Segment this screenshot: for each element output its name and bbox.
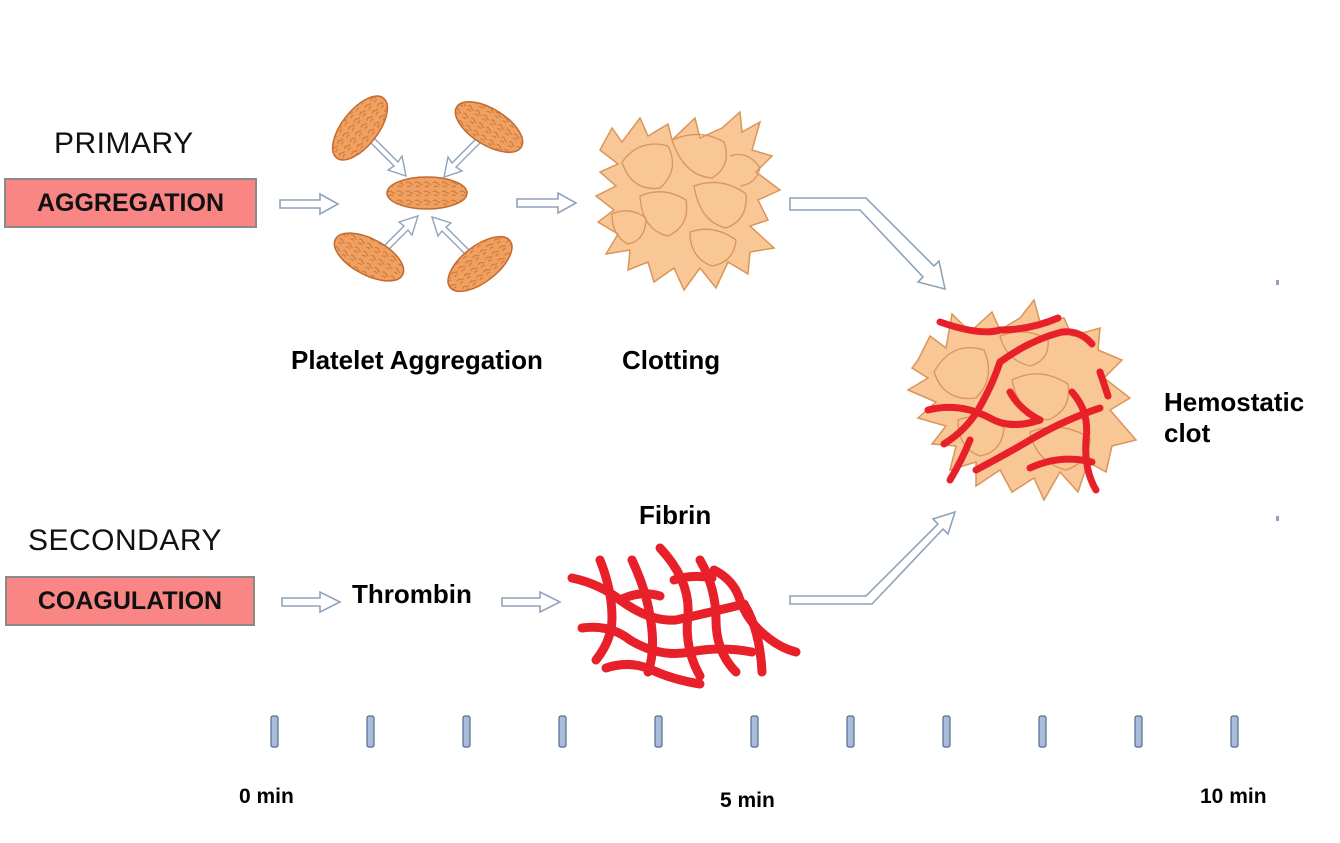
timeline-tick (942, 715, 951, 748)
hemostatic-clot-label: Hemostatic clot (1164, 387, 1304, 449)
arrow-fibrin-to-clot (789, 510, 957, 605)
thrombin-label: Thrombin (352, 579, 472, 609)
timeline-tick (750, 715, 759, 748)
edge-mark-top (1276, 280, 1279, 285)
timeline-tick (1038, 715, 1047, 748)
edge-mark-bottom (1276, 516, 1279, 521)
clotting-label: Clotting (622, 345, 721, 375)
timeline-tick (1134, 715, 1143, 748)
primary-title: PRIMARY (54, 127, 194, 160)
hemostatic-clot-label-line1: Hemostatic (1164, 387, 1305, 417)
arrow-aggregation-to-platelets (279, 192, 340, 216)
timeline-label-5: 5 min (720, 789, 775, 812)
timeline-tick (366, 715, 375, 748)
timeline-label-10: 10 min (1200, 785, 1267, 808)
timeline-tick (654, 715, 663, 748)
timeline-tick (462, 715, 471, 748)
fibrin-illustration (567, 543, 801, 689)
aggregation-box: AGGREGATION (4, 178, 257, 228)
coagulation-label: COAGULATION (37, 586, 223, 615)
hemostatic-clot-label-line2: clot (1164, 418, 1211, 448)
aggregation-label: AGGREGATION (36, 188, 225, 217)
arrow-clotting-to-clot (789, 197, 947, 291)
secondary-title: SECONDARY (28, 524, 222, 557)
timeline-ticks (270, 715, 1239, 748)
arrow-thrombin-to-fibrin (501, 590, 562, 614)
timeline-tick (270, 715, 279, 748)
timeline-label-0: 0 min (239, 785, 294, 808)
platelet-aggregation-label: Platelet Aggregation (291, 345, 543, 375)
fibrin-label: Fibrin (639, 500, 712, 530)
clotting-illustration (594, 110, 782, 292)
timeline-tick (1230, 715, 1239, 748)
arrow-coagulation-to-thrombin (281, 590, 342, 614)
platelet-aggregation-illustration (331, 95, 524, 293)
coagulation-box: COAGULATION (5, 576, 255, 626)
hemostatic-clot-illustration (906, 298, 1138, 502)
timeline-tick (558, 715, 567, 748)
arrow-platelets-to-clotting (516, 191, 578, 215)
timeline-tick (846, 715, 855, 748)
